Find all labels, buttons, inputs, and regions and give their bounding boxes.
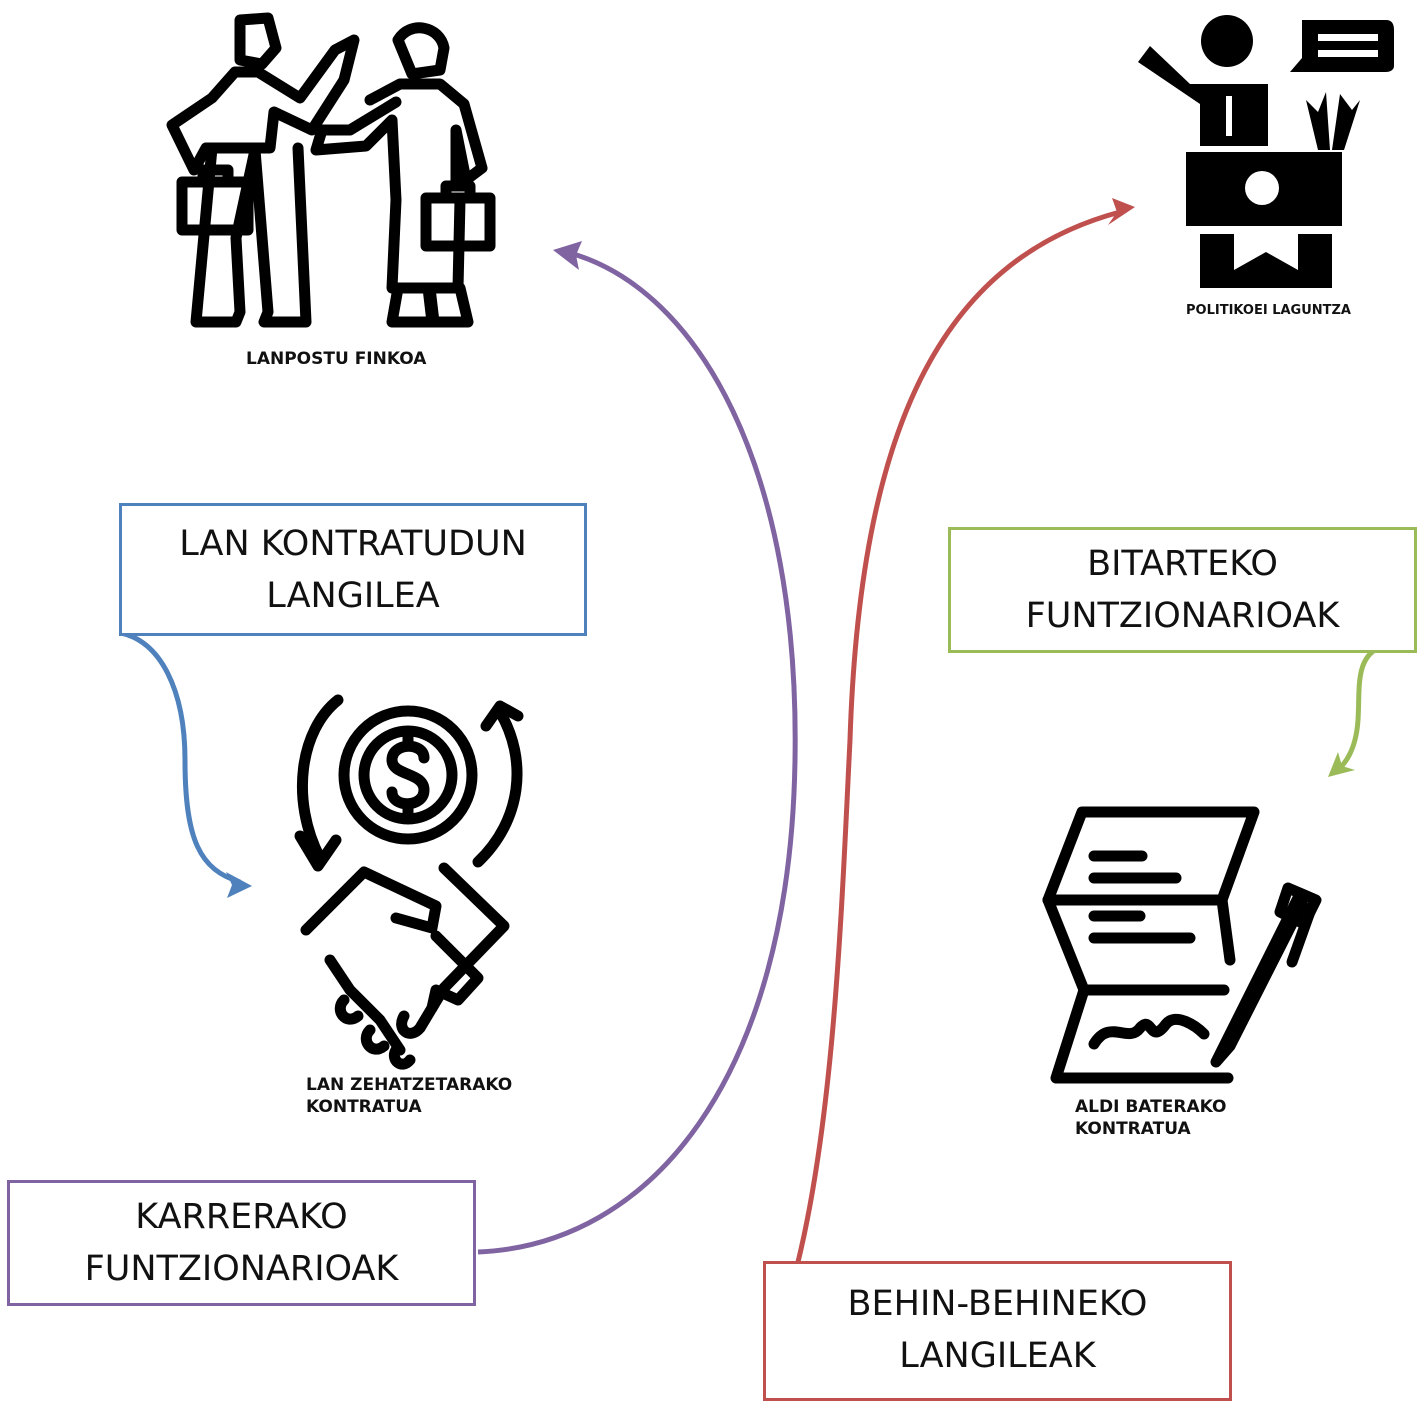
caption-lan-zehatzetarako-line2: KONTRATUA — [306, 1097, 422, 1117]
arrowhead-blue — [226, 872, 252, 898]
connector-behin-to-politikoei — [795, 209, 1121, 1263]
connector-karrerako-to-lanpostu — [477, 250, 798, 1255]
box-bitarteko-line1: BITARTEKO — [1087, 544, 1278, 584]
politician-speaker-icon — [1138, 15, 1394, 288]
box-lan-kontratudun-langilea: LAN KONTRATUDUN LANGILEA — [119, 503, 587, 636]
box-bitarteko-funtzionarioak: BITARTEKO FUNTZIONARIOAK — [948, 527, 1417, 653]
two-workers-icon — [166, 12, 496, 328]
box-karrerako-line1: KARRERAKO — [135, 1197, 348, 1237]
box-behin-behineko-line1: BEHIN-BEHINEKO — [847, 1284, 1148, 1324]
box-lan-kontratudun-line1: LAN KONTRATUDUN — [179, 523, 527, 564]
caption-aldi-baterako-line1: ALDI BATERAKO — [1075, 1097, 1227, 1117]
connector-lan-to-handshake — [119, 630, 241, 885]
box-karrerako-line2: FUNTZIONARIOAK — [84, 1249, 399, 1289]
caption-lanpostu-finkoa: LANPOSTU FINKOA — [246, 349, 427, 369]
caption-lan-zehatzetarako: LAN ZEHATZETARAKO KONTRATUA — [306, 1074, 512, 1118]
arrowhead-red — [1108, 198, 1135, 225]
caption-lan-zehatzetarako-line1: LAN ZEHATZETARAKO — [306, 1075, 513, 1095]
caption-aldi-baterako: ALDI BATERAKO KONTRATUA — [1075, 1096, 1226, 1140]
box-karrerako-funtzionarioak: KARRERAKO FUNTZIONARIOAK — [7, 1180, 476, 1306]
handshake-dollar-icon — [294, 694, 524, 1070]
connector-bitarteko-to-contract — [1333, 645, 1380, 775]
caption-aldi-baterako-line2: KONTRATUA — [1075, 1119, 1191, 1139]
box-behin-behineko-line2: LANGILEAK — [899, 1336, 1096, 1376]
caption-politikoei-laguntza: POLITIKOEI LAGUNTZA — [1186, 303, 1351, 318]
arrowhead-green — [1328, 752, 1355, 777]
signed-contract-icon — [1042, 806, 1322, 1084]
box-bitarteko-line2: FUNTZIONARIOAK — [1025, 596, 1340, 636]
arrowhead-purple — [553, 241, 582, 270]
box-lan-kontratudun-line2: LANGILEA — [266, 575, 440, 616]
box-behin-behineko-langileak: BEHIN-BEHINEKO LANGILEAK — [763, 1261, 1232, 1401]
